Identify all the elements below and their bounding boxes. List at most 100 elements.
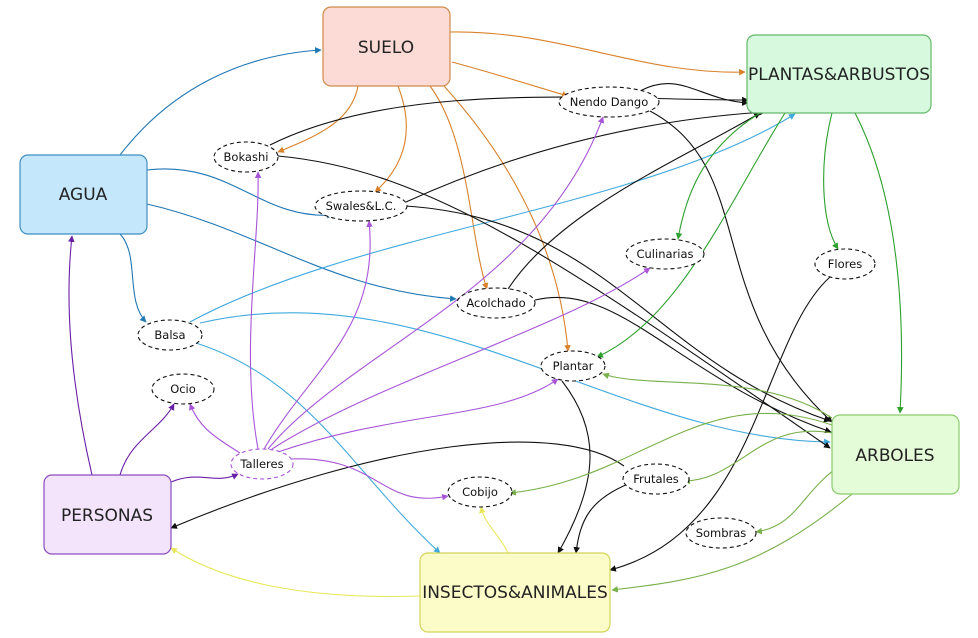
nodes: SUELO PLANTAS&ARBUSTOS AGUA ARBOLES PERS…	[19, 6, 960, 633]
node-sombras[interactable]: Sombras	[685, 517, 757, 549]
edge-acolchado-to-arboles	[534, 296, 832, 434]
node-acolchado[interactable]: Acolchado	[456, 287, 536, 319]
edge-insectos-to-personas	[170, 547, 421, 598]
edge-suelo-to-bokashi	[277, 85, 359, 153]
edge-acolchado-to-plantas	[507, 112, 761, 290]
node-suelo[interactable]: SUELO	[322, 6, 451, 87]
edge-arboles-to-plantar	[602, 372, 833, 419]
node-plantas-arbustos-box	[746, 34, 932, 114]
node-culinarias-label: Culinarias	[636, 247, 693, 261]
edge-balsa-to-insectos	[195, 342, 441, 554]
node-agua-box	[19, 154, 148, 235]
node-balsa-label: Balsa	[154, 328, 185, 342]
node-ocio-ellipse	[151, 373, 215, 405]
edge-arboles-to-insectos	[611, 493, 853, 593]
edge-balsa-to-plantas	[189, 113, 796, 323]
node-personas-label: PERSONAS	[61, 506, 153, 526]
node-personas-box	[43, 474, 172, 555]
edge-plantas-to-plantar	[596, 112, 786, 358]
edges	[68, 31, 904, 598]
edge-talleres-to-cobijo	[289, 458, 449, 501]
node-plantar-label: Plantar	[553, 359, 594, 373]
node-balsa-ellipse	[137, 319, 203, 351]
node-agua[interactable]: AGUA	[19, 154, 148, 235]
node-ocio[interactable]: Ocio	[151, 373, 215, 405]
node-culinarias[interactable]: Culinarias	[625, 238, 705, 270]
node-bokashi-ellipse	[213, 141, 279, 173]
edge-arboles-to-frutales	[683, 430, 833, 485]
node-talleres[interactable]: Talleres	[230, 448, 294, 480]
node-balsa[interactable]: Balsa	[137, 319, 203, 351]
node-frutales[interactable]: Frutales	[622, 463, 690, 495]
edge-bokashi-to-plantas	[269, 96, 749, 146]
edge-plantas-to-culinarias	[675, 112, 761, 240]
node-sombras-label: Sombras	[696, 526, 747, 540]
node-cobijo-label: Cobijo	[462, 485, 498, 499]
edge-personas-to-ocio	[119, 403, 175, 476]
edge-talleres-to-nendo	[267, 116, 605, 450]
node-talleres-ellipse	[230, 448, 294, 480]
edge-suelo-to-plantar	[443, 85, 571, 352]
node-personas[interactable]: PERSONAS	[43, 474, 172, 555]
node-flores-label: Flores	[828, 257, 862, 271]
edge-flores-to-insectos	[609, 276, 831, 572]
node-cobijo[interactable]: Cobijo	[447, 476, 513, 508]
edge-agua-to-acolchado	[146, 203, 457, 302]
node-insectos-animales[interactable]: INSECTOS&ANIMALES	[419, 552, 611, 633]
node-arboles[interactable]: ARBOLES	[831, 414, 960, 495]
edge-plantar-to-insectos	[557, 380, 591, 554]
edge-frutales-to-insectos	[573, 483, 629, 554]
node-nendo-dango[interactable]: Nendo Dango	[558, 86, 660, 118]
edge-talleres-to-bokashi	[249, 171, 262, 450]
node-nendo-dango-label: Nendo Dango	[570, 95, 648, 109]
edge-insectos-to-cobijo	[479, 506, 509, 554]
node-insectos-animales-label: INSECTOS&ANIMALES	[422, 583, 608, 603]
node-flores-ellipse	[814, 248, 876, 280]
node-frutales-ellipse	[622, 463, 690, 495]
edge-swales-to-plantas	[405, 109, 766, 203]
node-frutales-label: Frutales	[633, 472, 679, 486]
node-swales-ellipse	[314, 190, 408, 222]
node-suelo-box	[322, 6, 451, 87]
node-acolchado-ellipse	[456, 287, 536, 319]
node-arboles-box	[831, 414, 960, 495]
node-plantar[interactable]: Plantar	[540, 350, 606, 382]
edge-personas-to-talleres	[170, 473, 239, 483]
edge-talleres-to-culinarias	[271, 267, 651, 450]
edge-agua-to-balsa	[119, 233, 147, 323]
node-nendo-dango-ellipse	[558, 86, 660, 118]
edge-nendo-to-plantas	[639, 83, 749, 106]
node-suelo-label: SUELO	[358, 38, 414, 58]
edge-talleres-to-ocio	[189, 403, 241, 454]
node-talleres-label: Talleres	[239, 457, 283, 471]
node-ocio-label: Ocio	[170, 382, 196, 396]
edge-suelo-to-acolchado	[429, 85, 489, 290]
node-plantar-ellipse	[540, 350, 606, 382]
edge-arboles-to-cobijo	[509, 412, 833, 496]
node-plantas-arbustos[interactable]: PLANTAS&ARBUSTOS	[746, 34, 932, 114]
node-arboles-label: ARBOLES	[855, 446, 934, 466]
node-flores[interactable]: Flores	[814, 248, 876, 280]
node-bokashi[interactable]: Bokashi	[213, 141, 279, 173]
edge-personas-to-agua	[68, 235, 93, 476]
edge-plantas-to-flores	[823, 112, 839, 250]
node-agua-label: AGUA	[59, 185, 108, 205]
node-insectos-animales-box	[419, 552, 611, 633]
edge-nendo-to-arboles	[649, 110, 833, 423]
edge-talleres-to-swales	[263, 220, 373, 450]
edge-agua-to-suelo	[119, 47, 322, 156]
edge-talleres-to-plantar	[277, 378, 559, 453]
node-culinarias-ellipse	[625, 238, 705, 270]
edge-agua-to-swales	[146, 168, 334, 219]
node-swales-label: Swales&L.C.	[326, 199, 397, 213]
edge-bokashi-to-arboles	[277, 155, 831, 449]
node-bokashi-label: Bokashi	[224, 150, 269, 164]
edge-suelo-to-nendo	[451, 61, 569, 98]
edge-suelo-to-swales	[374, 85, 407, 193]
node-sombras-ellipse	[685, 517, 757, 549]
node-swales[interactable]: Swales&L.C.	[314, 190, 408, 222]
edge-frutales-to-personas	[170, 441, 625, 529]
edge-plantas-to-arboles	[854, 112, 904, 414]
edge-balsa-to-arboles	[199, 312, 831, 446]
